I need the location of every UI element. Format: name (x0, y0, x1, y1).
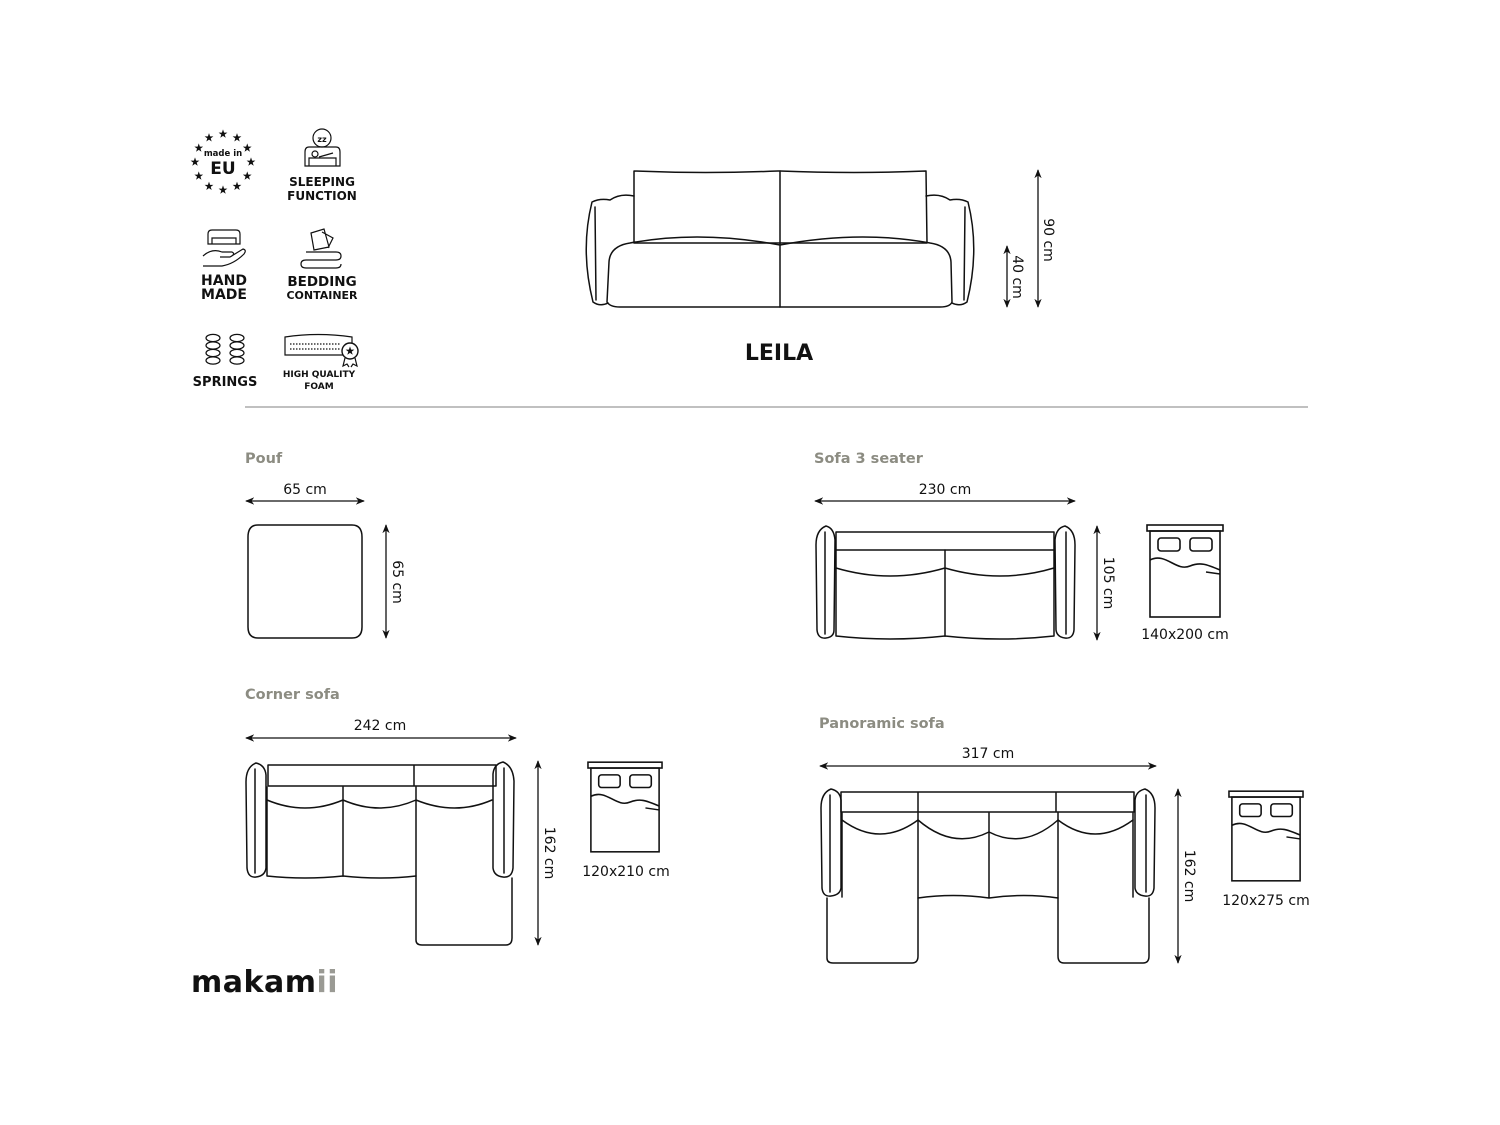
variant-corner-sofa: Corner sofa 242 cm 162 cm 120x210 cm (245, 687, 670, 946)
feature-hand-made: HAND MADE (201, 229, 247, 303)
bedding-container-icon (300, 228, 342, 269)
feature-made-in-eu: made in EU (190, 129, 256, 194)
sofa-3-seater-drawing (815, 525, 1076, 640)
bed-icon (1228, 790, 1304, 882)
spring-coil (205, 341, 221, 350)
hand-label: HAND (201, 273, 247, 289)
foam-label: FOAM (304, 382, 334, 392)
bed-size-label: 140x200 cm (1141, 627, 1229, 643)
springs-label: SPRINGS (193, 375, 258, 390)
star-icon (232, 133, 242, 142)
spring-coil (205, 333, 221, 343)
spring-coil (229, 341, 245, 350)
corner-sofa-drawing (245, 761, 515, 946)
function-label: FUNCTION (287, 189, 357, 203)
variant-panoramic-sofa: Panoramic sofa 317 cm 162 cm 120x275 cm (819, 716, 1310, 964)
svg-text:zz: zz (317, 135, 327, 144)
star-icon (232, 181, 242, 191)
depth-label: 65 cm (389, 560, 405, 604)
star-icon (190, 157, 200, 166)
variant-title: Pouf (245, 451, 283, 467)
sleeping-label: SLEEPING (289, 175, 355, 189)
star-icon (204, 181, 214, 191)
variant-pouf: Pouf 65 cm 65 cm (245, 451, 405, 639)
logo-main-text: makam (191, 965, 316, 1000)
springs-icon (205, 333, 245, 365)
variant-title: Corner sofa (245, 687, 340, 703)
variant-sofa-3-seater: Sofa 3 seater 230 cm 105 cm 140x200 cm (814, 451, 1229, 643)
spring-coil (229, 356, 245, 365)
made-label: MADE (201, 287, 247, 303)
bed-size-label: 120x275 cm (1222, 893, 1310, 909)
hand-made-icon (202, 229, 246, 267)
width-label: 317 cm (962, 746, 1015, 762)
star-icon (204, 133, 214, 142)
logo-accent-text: ii (316, 965, 338, 1000)
variant-title: Panoramic sofa (819, 716, 945, 732)
width-label: 230 cm (919, 482, 972, 498)
feature-high-quality-foam: HIGH QUALITY FOAM (283, 333, 359, 392)
leila-front-view (585, 170, 975, 308)
bed-size-label: 120x210 cm (582, 864, 670, 880)
feature-sleeping-function: zz SLEEPING FUNCTION (287, 128, 357, 203)
star-icon (194, 171, 204, 180)
bed-icon (587, 761, 663, 853)
variant-title: Sofa 3 seater (814, 451, 924, 467)
width-label: 65 cm (283, 482, 327, 498)
high-quality-foam-icon (284, 333, 359, 368)
depth-label: 162 cm (1181, 850, 1197, 903)
spring-coil (205, 348, 221, 358)
high-quality-label: HIGH QUALITY (283, 370, 356, 380)
star-icon (218, 129, 228, 138)
panoramic-sofa-drawing (820, 788, 1156, 964)
eu-label: EU (210, 159, 235, 179)
bed-icon (1146, 524, 1224, 618)
star-icon (218, 185, 228, 194)
brand-logo: makamii (191, 965, 338, 1000)
pouf-drawing (247, 524, 363, 639)
bedding-label: BEDDING (287, 274, 356, 290)
feature-springs: SPRINGS (193, 333, 258, 390)
star-icon (194, 143, 204, 152)
width-label: 242 cm (354, 718, 407, 734)
depth-label: 105 cm (1100, 557, 1116, 610)
star-icon (242, 143, 252, 152)
feature-bedding-container: BEDDING CONTAINER (286, 228, 358, 302)
depth-label: 162 cm (541, 827, 557, 880)
container-label: CONTAINER (286, 289, 358, 302)
star-icon (242, 171, 252, 180)
height-dimension-label: 90 cm (1040, 218, 1056, 262)
product-name: LEILA (745, 341, 813, 366)
seat-height-dimension-label: 40 cm (1009, 255, 1025, 299)
spring-coil (229, 348, 245, 358)
spring-coil (205, 356, 221, 365)
made-in-label: made in (204, 149, 242, 159)
sleeping-function-icon: zz (304, 128, 341, 167)
spring-coil (229, 333, 245, 343)
star-icon (246, 157, 256, 166)
